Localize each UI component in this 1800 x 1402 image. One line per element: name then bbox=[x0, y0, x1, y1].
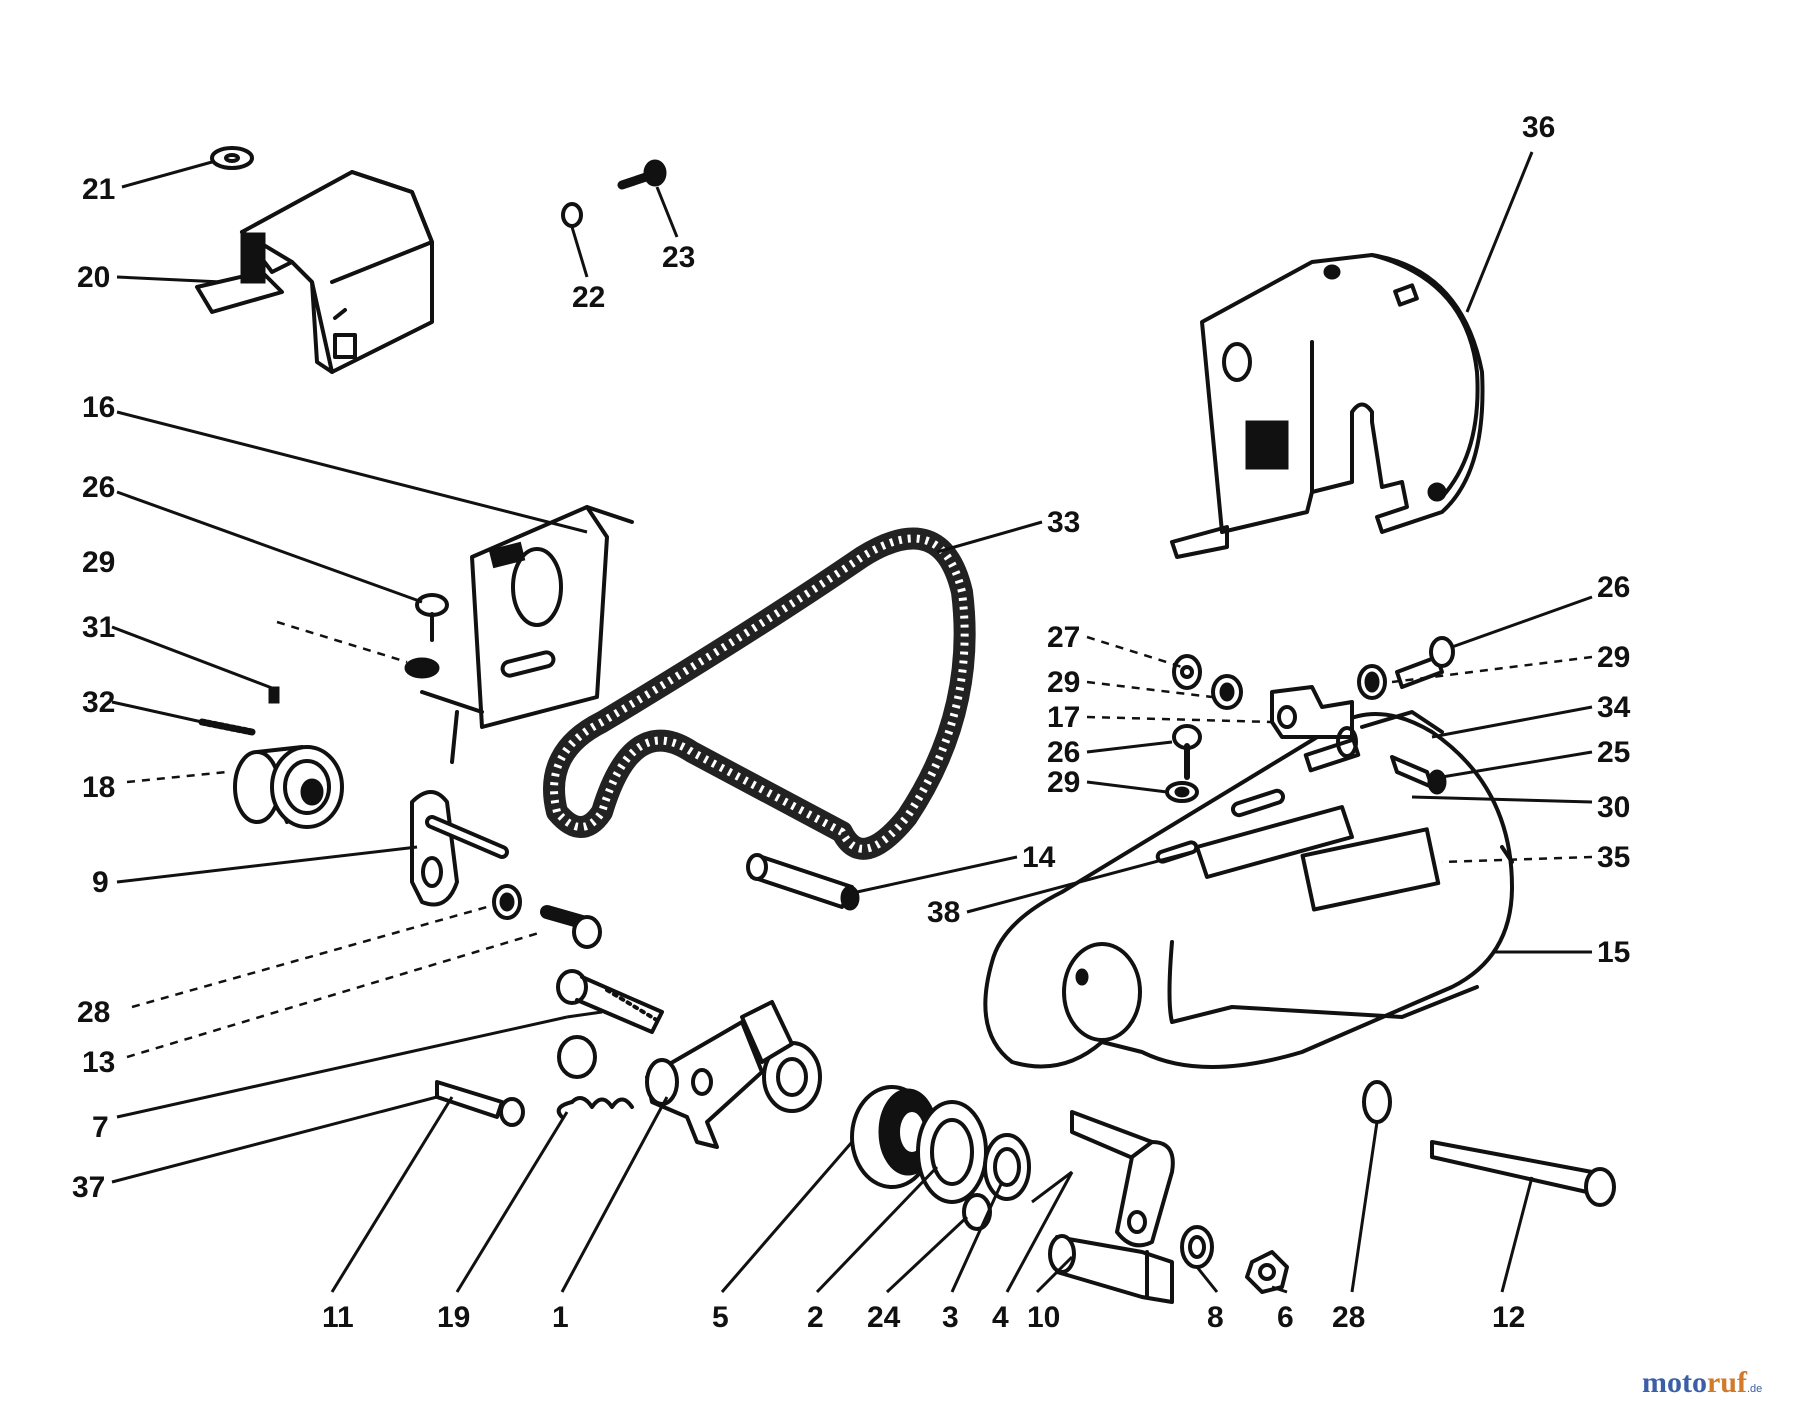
part-26-bolt bbox=[415, 593, 449, 642]
part-33-v-belt bbox=[543, 527, 976, 860]
callout-26c: 26 bbox=[1597, 571, 1630, 604]
part-19-spring bbox=[556, 1035, 634, 1119]
callout-9: 9 bbox=[92, 866, 109, 899]
svg-text:motoruf.de: motoruf.de bbox=[1642, 1366, 1762, 1399]
callout-6: 6 bbox=[1277, 1301, 1294, 1334]
part-2-washer bbox=[916, 1100, 988, 1204]
callout-10: 10 bbox=[1027, 1301, 1060, 1334]
part-28-washer bbox=[492, 884, 522, 920]
callout-25: 25 bbox=[1597, 736, 1630, 769]
callout-30: 30 bbox=[1597, 791, 1630, 824]
part-22-washer bbox=[561, 202, 583, 228]
part-21-washer bbox=[210, 146, 254, 170]
callout-labels: 21 20 22 23 36 16 26 29 31 32 18 9 33 27… bbox=[72, 111, 1631, 1334]
callout-29: 29 bbox=[82, 546, 115, 579]
callout-12: 12 bbox=[1492, 1301, 1525, 1334]
leader-lines bbox=[111, 151, 1593, 1294]
part-14-pin bbox=[746, 853, 860, 911]
part-1-tensioner-arm bbox=[645, 1000, 822, 1149]
callout-35: 35 bbox=[1597, 841, 1630, 874]
callout-29c: 29 bbox=[1047, 766, 1080, 799]
part-24-washer bbox=[962, 1193, 992, 1231]
part-25-screw bbox=[1390, 755, 1447, 795]
callout-27: 27 bbox=[1047, 621, 1080, 654]
callout-29d: 29 bbox=[1597, 641, 1630, 674]
callout-31: 31 bbox=[82, 611, 115, 644]
part-20-top-cover bbox=[195, 170, 434, 374]
part-29-washer-mid bbox=[1211, 674, 1243, 710]
callout-11: 11 bbox=[322, 1301, 354, 1334]
part-29-washer-right bbox=[1357, 664, 1387, 700]
watermark-logo: motoruf.de bbox=[1642, 1366, 1762, 1399]
part-10-shaft bbox=[1048, 1234, 1174, 1304]
callout-24: 24 bbox=[867, 1301, 901, 1334]
callout-1: 1 bbox=[552, 1301, 569, 1334]
callout-17: 17 bbox=[1047, 701, 1080, 734]
callout-16: 16 bbox=[82, 391, 115, 424]
callout-38: 38 bbox=[927, 896, 960, 929]
callout-3: 3 bbox=[942, 1301, 959, 1334]
callout-26: 26 bbox=[82, 471, 115, 504]
part-29-washer-low bbox=[1165, 781, 1199, 803]
callout-18: 18 bbox=[82, 771, 115, 804]
part-37-pin bbox=[435, 1080, 525, 1127]
callout-28: 28 bbox=[77, 996, 110, 1029]
part-32-key bbox=[198, 718, 256, 736]
callout-14: 14 bbox=[1022, 841, 1056, 874]
part-12-bolt bbox=[1430, 1140, 1616, 1207]
callout-32: 32 bbox=[82, 686, 115, 719]
part-36-belt-guard bbox=[1170, 253, 1485, 559]
callout-7: 7 bbox=[92, 1111, 109, 1144]
part-18-pulley bbox=[233, 745, 344, 829]
part-26-bolt-right bbox=[1395, 636, 1455, 689]
part-29-washer bbox=[404, 657, 440, 679]
callout-5: 5 bbox=[712, 1301, 729, 1334]
callout-4: 4 bbox=[992, 1301, 1009, 1334]
part-4-crank bbox=[1070, 1110, 1175, 1248]
callout-15: 15 bbox=[1597, 936, 1630, 969]
callout-20: 20 bbox=[77, 261, 110, 294]
part-23-screw bbox=[617, 159, 667, 190]
part-17-bracket bbox=[1270, 685, 1358, 758]
part-26-bolt-mid bbox=[1172, 724, 1202, 780]
part-31-pin bbox=[268, 686, 280, 704]
part-15-housing bbox=[983, 710, 1514, 1069]
part-7-bolt bbox=[556, 969, 664, 1034]
callout-22: 22 bbox=[572, 281, 605, 314]
callout-29b: 29 bbox=[1047, 666, 1080, 699]
part-9-arm bbox=[410, 790, 509, 907]
callout-21: 21 bbox=[82, 173, 115, 206]
callout-34: 34 bbox=[1597, 691, 1631, 724]
part-16-bracket bbox=[420, 505, 634, 764]
part-27-nut bbox=[1172, 654, 1202, 690]
callout-26b: 26 bbox=[1047, 736, 1080, 769]
part-28-washer-right bbox=[1362, 1080, 1392, 1124]
part-8-washer bbox=[1180, 1225, 1214, 1269]
callout-19: 19 bbox=[437, 1301, 470, 1334]
callout-13: 13 bbox=[82, 1046, 115, 1079]
part-3-washer bbox=[983, 1133, 1031, 1201]
callout-8: 8 bbox=[1207, 1301, 1224, 1334]
callout-2: 2 bbox=[807, 1301, 824, 1334]
part-13-bolt bbox=[540, 905, 602, 949]
callout-37: 37 bbox=[72, 1171, 105, 1204]
callout-28b: 28 bbox=[1332, 1301, 1365, 1334]
callout-36: 36 bbox=[1522, 111, 1555, 144]
part-6-nut bbox=[1245, 1250, 1289, 1294]
callout-23: 23 bbox=[662, 241, 695, 274]
callout-33: 33 bbox=[1047, 506, 1080, 539]
